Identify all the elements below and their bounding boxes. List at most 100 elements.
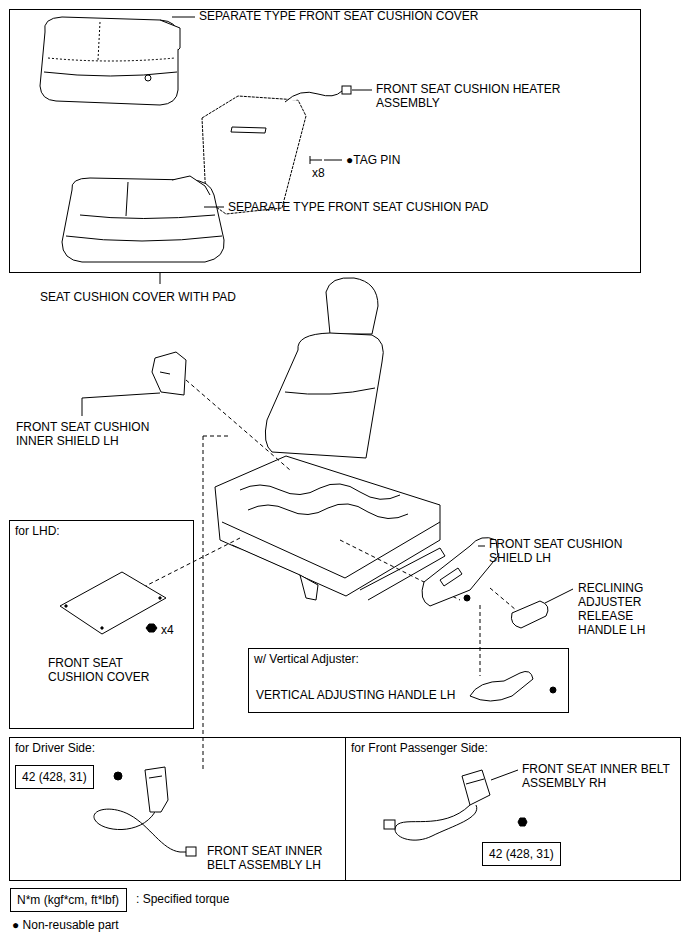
tag-pin-symbol <box>310 156 322 164</box>
dashed-guide-line <box>203 436 204 770</box>
heater-figure <box>202 96 306 214</box>
lhd-cover-figure <box>159 597 161 599</box>
part-label: ● Non-reusable part <box>12 918 119 932</box>
driver-belt-figure <box>94 767 196 856</box>
part-label: x4 <box>161 623 174 637</box>
leader-line <box>82 393 160 416</box>
driver-belt-figure <box>94 809 186 852</box>
cushion-pad-figure <box>66 236 222 241</box>
leader-line <box>352 90 372 91</box>
group-box: SEAT CUSHION COVER WITH PAD <box>9 9 641 273</box>
part-label: FRONT SEAT CUSHION COVER <box>48 656 170 684</box>
lhd-cover-figure <box>101 627 103 629</box>
dashed-guide-line <box>490 588 516 610</box>
part-label: VERTICAL ADJUSTING HANDLE LH <box>256 688 455 702</box>
seat-figure <box>240 484 400 500</box>
tag-pin-symbol <box>324 160 342 161</box>
dashed-guide-line <box>118 380 516 770</box>
legend-box: N*m (kgf*cm, ft*lbf) <box>10 888 127 912</box>
part-label: FRONT SEAT INNER BELT ASSEMBLY RH <box>522 762 677 790</box>
part-label: FRONT SEAT CUSHION INNER SHIELD LH <box>16 420 176 448</box>
passenger-belt-figure <box>466 779 484 784</box>
cushion-shield-figure <box>422 538 498 606</box>
lhd-cover-figure <box>60 572 166 634</box>
torque-box: 42 (428, 31) <box>15 765 94 789</box>
box-text: for Driver Side: <box>10 738 345 755</box>
heater-figure <box>231 127 266 133</box>
inner-shield-figure <box>160 372 170 374</box>
leader-line <box>172 17 195 18</box>
part-label: FRONT SEAT INNER BELT ASSEMBLY LH <box>207 844 343 872</box>
part-label: : Specified torque <box>136 892 229 906</box>
box-text: for Front Passenger Side: <box>346 738 680 755</box>
part-label: RECLINING ADJUSTER RELEASE HANDLE LH <box>578 581 662 637</box>
leader-line <box>491 770 518 780</box>
leader-line <box>545 589 573 603</box>
cushion-cover-figure <box>40 17 178 105</box>
cushion-shield-figure <box>422 538 498 606</box>
seat-figure <box>326 278 378 334</box>
driver-belt-figure <box>145 767 168 812</box>
cushion-cover-figure <box>44 72 177 76</box>
leader-line <box>204 207 224 208</box>
part-label: SEPARATE TYPE FRONT SEAT CUSHION COVER <box>199 9 478 23</box>
lhd-cover-figure <box>65 605 67 607</box>
dashed-guide-line <box>186 380 290 470</box>
cushion-cover-figure <box>40 17 180 105</box>
part-label: FRONT SEAT CUSHION HEATER ASSEMBLY <box>376 82 581 110</box>
part-label: FRONT SEAT CUSHION SHIELD LH <box>489 537 649 565</box>
tag-pin-symbol <box>310 156 342 164</box>
cushion-shield-figure <box>464 595 470 601</box>
release-handle-figure <box>511 601 548 628</box>
seat-figure <box>248 504 408 519</box>
heater-figure <box>285 91 342 102</box>
seat-figure <box>232 545 445 600</box>
passenger-belt-figure <box>518 818 527 826</box>
cushion-pad-figure <box>126 182 128 216</box>
part-label: ●TAG PIN <box>346 153 400 167</box>
cushion-shield-figure <box>440 568 462 586</box>
heater-figure <box>202 86 351 214</box>
leader-line <box>172 17 195 18</box>
cushion-cover-figure <box>98 22 100 60</box>
driver-belt-figure <box>186 847 196 856</box>
leader-line <box>478 546 485 547</box>
vertical-handle-figure <box>470 671 533 701</box>
driver-belt-figure <box>149 776 162 778</box>
passenger-belt-figure <box>395 805 477 840</box>
cushion-cover-figure <box>160 20 180 50</box>
seat-figure <box>215 278 445 600</box>
box-text: for LHD: <box>10 521 193 538</box>
passenger-belt-figure <box>384 820 395 829</box>
heater-figure <box>342 86 351 94</box>
inner-shield-figure <box>152 352 186 395</box>
torque-box: 42 (428, 31) <box>482 842 561 866</box>
part-label: x8 <box>312 166 325 180</box>
lhd-cover-figure <box>146 624 157 632</box>
leader-line <box>491 770 518 780</box>
passenger-belt-figure <box>462 770 490 805</box>
leader-line <box>160 272 161 284</box>
driver-belt-figure <box>114 772 122 780</box>
cushion-cover-figure <box>48 58 175 61</box>
leader-line <box>478 546 485 547</box>
cushion-cover-figure <box>145 75 151 81</box>
vertical-handle-figure <box>550 687 556 693</box>
seat-figure <box>300 575 318 600</box>
dashed-guide-line <box>203 436 228 437</box>
leader-line <box>82 393 160 416</box>
group-box: w/ Vertical Adjuster: <box>248 648 569 713</box>
seat-figure <box>285 388 375 394</box>
cushion-pad-figure <box>172 176 210 195</box>
vertical-handle-figure <box>470 671 556 701</box>
box-text: N*m (kgf*cm, ft*lbf) <box>17 893 120 907</box>
cushion-pad-figure <box>80 215 215 219</box>
seat-figure <box>265 333 383 458</box>
box-text: 42 (428, 31) <box>22 770 87 784</box>
passenger-belt-figure <box>384 770 527 840</box>
dashed-guide-line <box>480 605 481 676</box>
lhd-cover-figure <box>60 572 166 634</box>
inner-shield-figure <box>152 352 186 395</box>
group-box: for Front Passenger Side: 42 (428, 31) <box>345 737 681 881</box>
